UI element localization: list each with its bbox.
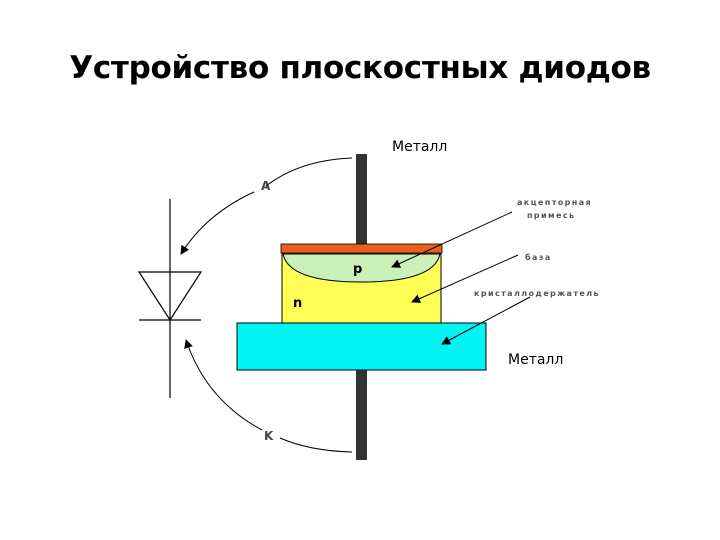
bottom-lead [356,370,367,460]
p-region-label: p [353,262,362,277]
anode-curve-arrow [265,157,353,187]
crystal-holder-label: кристаллодержатель [474,289,600,298]
acceptor-label-line2: примесь [527,211,575,220]
cathode-curve-arrow-lower [184,339,263,431]
metal-top-label: Металл [392,139,447,155]
n-region-label: n [293,296,302,311]
anode-curve-arrow-lower [180,191,255,255]
acceptor-label-line1: акцепторная [517,198,592,207]
crystal-holder-arrow [441,296,531,345]
slide-title: Устройство плоскостных диодов [69,50,651,86]
base-label: база [525,252,552,262]
acceptor-arrow [391,211,513,268]
crystal-holder [236,322,487,371]
top-lead [356,154,367,246]
cathode-label: K [264,429,274,443]
metal-bottom-label: Металл [508,352,563,368]
cathode-curve-arrow [279,437,353,453]
base-arrow [411,254,519,303]
top-electrode [280,243,443,254]
diode-symbol [137,199,203,398]
